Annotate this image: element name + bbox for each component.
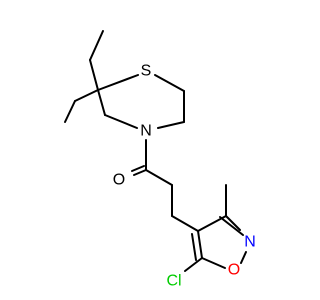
bond-o-n xyxy=(240,251,247,264)
bond-cquat-ethyl1 xyxy=(89,59,99,91)
carbonyl-double-1 xyxy=(133,169,147,176)
bond-cquat-s xyxy=(97,74,139,91)
isoxazole-nitrogen-atom-label: N xyxy=(244,234,256,251)
bond-c4-c5-double-1 xyxy=(197,230,203,259)
molecule-diagram: S N O N O Cl xyxy=(64,30,256,290)
bond-c5-cl xyxy=(184,257,203,272)
sulfur-atom-label: S xyxy=(141,63,152,80)
chlorine-atom-label: Cl xyxy=(166,273,181,290)
bond-ethyl1-ch3 xyxy=(89,30,104,61)
bonds xyxy=(64,30,247,272)
bond-c4-c5-double-2 xyxy=(191,233,197,261)
bond-ch2-cquat xyxy=(97,89,106,116)
bond-chain-ring xyxy=(171,215,199,232)
ring-nitrogen-atom-label: N xyxy=(140,123,152,140)
bond-s-ch2 xyxy=(154,74,185,92)
carbonyl-double-2 xyxy=(131,165,145,172)
bond-ethyl2-ch3 xyxy=(64,100,76,123)
bond-carbonyl-ch2 xyxy=(145,169,173,186)
bond-c5-o xyxy=(201,257,226,269)
bond-ch2-n xyxy=(157,121,185,129)
bond-c3-n xyxy=(225,215,241,231)
bond-c3-n-double xyxy=(219,216,244,236)
bond-cquat-ethyl2 xyxy=(74,89,99,102)
carbonyl-oxygen-atom-label: O xyxy=(113,172,125,189)
isoxazole-oxygen-atom-label: O xyxy=(228,262,240,279)
bond-n-ch2 xyxy=(104,114,138,129)
